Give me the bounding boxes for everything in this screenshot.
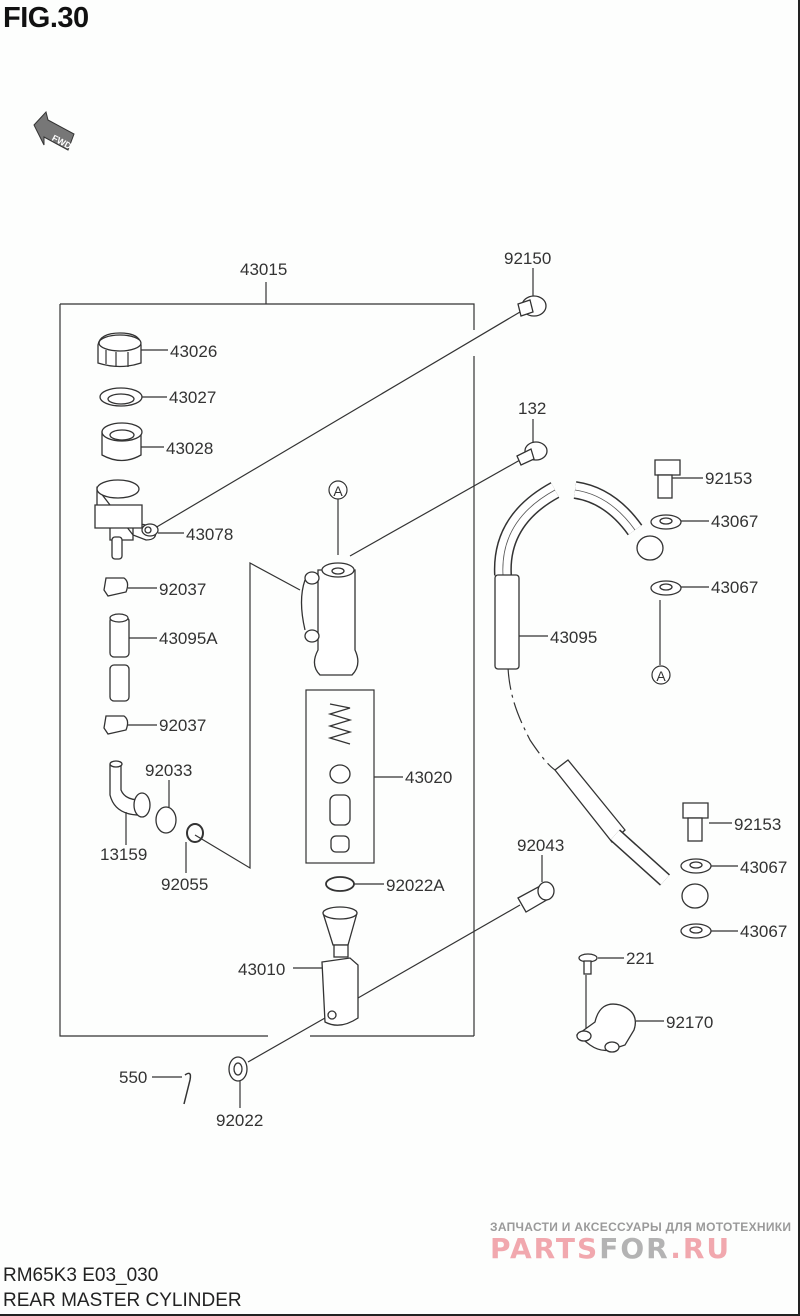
marker-A-top: A [328,480,348,500]
label-92022A[interactable]: 92022A [386,876,445,895]
label-43067-2[interactable]: 43067 [711,578,758,597]
watermark-tagline: ЗАПЧАСТИ И АКСЕССУАРЫ ДЛЯ МОТОТЕХНИКИ [490,1220,792,1234]
part-92170-hose-clamp-icon [575,1003,637,1053]
watermark-logo-part1: PARTS [490,1232,600,1265]
part-92055-oring-icon [186,823,204,843]
label-43067-4[interactable]: 43067 [740,922,787,941]
label-43078[interactable]: 43078 [186,525,233,544]
part-92033-circlip-icon [155,806,177,834]
part-43095A-hose-icon [109,613,130,702]
label-92153[interactable]: 92153 [705,469,752,488]
label-92033[interactable]: 92033 [145,761,192,780]
label-132[interactable]: 132 [518,399,546,418]
part-92153-banjo-bolt-icon-2 [682,802,709,842]
label-92043[interactable]: 92043 [517,836,564,855]
model-code: RM65K3 E03_030 [3,1265,159,1286]
label-550[interactable]: 550 [119,1068,147,1087]
marker-A-label-2: A [656,668,666,684]
part-master-cylinder-icon [300,562,359,676]
part-43010-push-rod-icon [321,906,359,1026]
fwd-arrow-icon: FWD [33,110,75,151]
part-92022-washer-icon [228,1056,248,1082]
label-43015[interactable]: 43015 [240,260,287,279]
part-43078-reservoir-icon [94,479,159,560]
part-43020-piston-kit-box [305,689,403,864]
label-43027[interactable]: 43027 [169,388,216,407]
label-92170[interactable]: 92170 [666,1013,713,1032]
part-550-cotter-pin-icon [183,1072,192,1105]
marker-A-right: A [651,665,671,685]
label-43020[interactable]: 43020 [405,768,452,787]
watermark-logo-part2: FOR [599,1232,671,1265]
assembly-bracket-43015 [59,282,475,1037]
part-13159-elbow-icon [109,760,151,818]
part-92153-banjo-bolt-icon [654,459,681,499]
label-43095A[interactable]: 43095A [159,629,218,648]
right-border [798,0,800,1316]
part-43067-washer-icons [650,514,712,939]
figure-name: REAR MASTER CYLINDER [3,1290,242,1311]
bottom-border [0,1314,800,1316]
label-13159[interactable]: 13159 [100,845,147,864]
label-92055[interactable]: 92055 [161,875,208,894]
label-43095[interactable]: 43095 [550,628,597,647]
label-43028[interactable]: 43028 [166,439,213,458]
part-132-bolt-icon [516,441,548,466]
part-43027-diaphragm-plate-icon [99,387,143,407]
figure-title: FIG.30 [3,2,89,34]
watermark-logo-part3: .RU [670,1232,732,1265]
part-43026-cap-icon [97,332,142,368]
part-43028-diaphragm-icon [101,422,143,462]
part-92037-clamp-icon-2 [103,715,129,735]
part-43095-brake-hose-icon [493,481,709,909]
leader-lines [154,311,661,1063]
label-92150[interactable]: 92150 [504,249,551,268]
label-43067[interactable]: 43067 [711,512,758,531]
label-92037[interactable]: 92037 [159,580,206,599]
label-43010[interactable]: 43010 [238,960,285,979]
label-43067-3[interactable]: 43067 [740,858,787,877]
part-221-screw-icon [578,953,598,975]
part-labels: 43015 92150 43026 43027 43028 132 92153 … [100,249,787,1130]
part-92022A-circlip-icon [325,876,355,892]
part-92043-pin-icon [517,881,555,913]
label-92153-2[interactable]: 92153 [734,815,781,834]
label-92022[interactable]: 92022 [216,1111,263,1130]
label-43026[interactable]: 43026 [170,342,217,361]
part-92150-bolt-icon [517,295,547,317]
label-221[interactable]: 221 [626,949,654,968]
marker-A-label: A [333,483,343,499]
label-92037-2[interactable]: 92037 [159,716,206,735]
watermark-logo[interactable]: PARTSFOR.RU [490,1232,731,1265]
part-92037-clamp-icon [103,577,129,597]
